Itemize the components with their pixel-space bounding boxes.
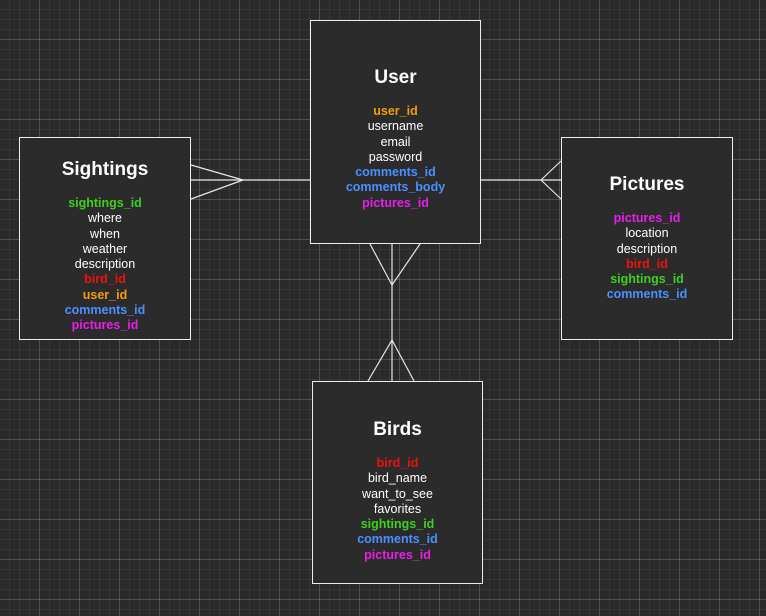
entity-field: when (90, 226, 120, 241)
entity-field: bird_id (376, 456, 419, 470)
connector-user-sightings (190, 164, 310, 200)
crows-foot-prong (391, 243, 421, 286)
entity-field: password (368, 149, 423, 164)
entity-field: description (74, 257, 136, 272)
entity-field: want_to_see (362, 486, 433, 501)
entity-title: Pictures (609, 174, 685, 195)
crows-foot-prong (190, 179, 244, 200)
crows-foot-prong (540, 160, 562, 181)
entity-field: pictures_id (613, 211, 681, 225)
crows-foot-prong (540, 179, 562, 200)
entity-field: email (380, 134, 411, 149)
entity-field: sightings_id (360, 517, 435, 532)
entity-field: bird_name (367, 471, 428, 486)
entity-title: Birds (373, 419, 422, 440)
entity-field: user_id (82, 287, 128, 302)
entity-field: comments_id (357, 532, 438, 547)
entity-field: comments_id (64, 303, 146, 318)
entity-field: pictures_id (362, 195, 429, 210)
entity-field: bird_id (626, 256, 668, 271)
entity-field: favorites (373, 501, 422, 516)
entity-field: sightings_id (68, 196, 142, 210)
entity-field: sightings_id (610, 272, 684, 287)
entity-field: weather (82, 241, 128, 256)
crows-foot-prong (391, 339, 415, 382)
entity-title: Sightings (61, 159, 149, 180)
connector-user-pictures (481, 160, 562, 200)
crows-foot-prong (369, 243, 393, 286)
entity-field: comments_body (345, 180, 446, 195)
entity-field: description (616, 241, 678, 256)
entity-field: user_id (373, 104, 418, 118)
connector-user-birds (367, 243, 421, 382)
entity-title: User (374, 67, 417, 88)
crows-foot-prong (190, 164, 244, 181)
entity-field: pictures_id (71, 318, 139, 333)
entity-field: bird_id (84, 272, 126, 287)
entity-field: comments_id (606, 287, 688, 302)
entity-field: username (367, 119, 424, 134)
entity-field: where (87, 211, 123, 226)
entity-field: location (625, 226, 669, 241)
entity-field: pictures_id (364, 547, 431, 562)
crows-foot-prong (367, 339, 393, 382)
entity-field: comments_id (355, 165, 436, 180)
